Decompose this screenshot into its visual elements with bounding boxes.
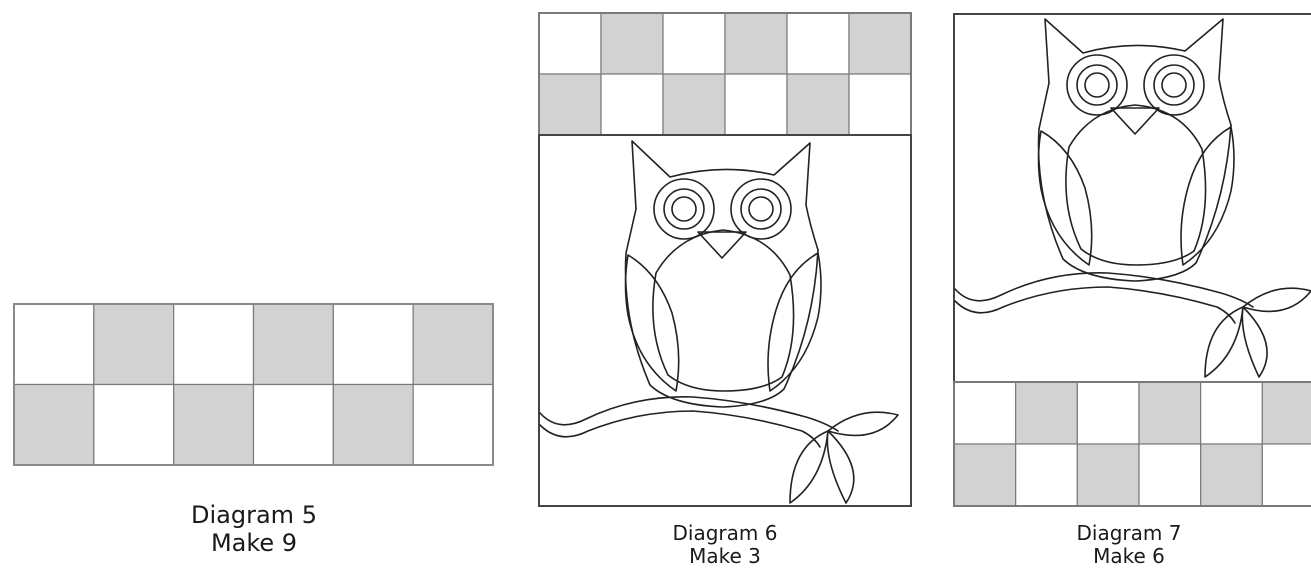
owl-right-eye [1143, 54, 1205, 116]
shaded-square [1138, 381, 1202, 445]
shaded-square [1076, 443, 1140, 507]
owl-right-wing [1180, 126, 1235, 266]
diagram-7-block [953, 13, 1311, 507]
shaded-square [953, 443, 1017, 507]
owl-body-outline [1037, 82, 1232, 282]
light-square [1015, 443, 1078, 507]
light-square [173, 303, 255, 386]
light-square [538, 12, 602, 75]
owl-left-wing [1037, 130, 1093, 266]
light-square [13, 303, 95, 386]
diagram-6-subtitle: Make 3 [689, 544, 761, 568]
owl-left-wing [624, 254, 680, 392]
shaded-square [252, 303, 334, 386]
light-square [1261, 443, 1311, 507]
light-square [1200, 381, 1263, 445]
branch-leaves [1204, 287, 1311, 378]
owl-block-7 [953, 13, 1311, 507]
strip-border [13, 303, 494, 466]
shaded-square [1015, 381, 1078, 445]
light-square [600, 73, 664, 136]
shaded-square [13, 383, 95, 466]
diagram-6-title: Diagram 6 [672, 521, 778, 545]
owl-left-eye [1066, 54, 1128, 116]
shaded-square [786, 73, 850, 136]
light-square [953, 381, 1017, 445]
shaded-square [1200, 443, 1263, 507]
light-square [786, 12, 850, 75]
shaded-square [662, 73, 726, 136]
diagram-7-caption: Diagram 7 Make 6 [1009, 522, 1249, 568]
owl-beak [697, 231, 747, 259]
light-square [1076, 381, 1140, 445]
owl-beak [1110, 107, 1160, 135]
shaded-square [724, 12, 788, 75]
shaded-square [1261, 381, 1311, 445]
light-square [1138, 443, 1202, 507]
light-square [724, 73, 788, 136]
light-square [252, 383, 334, 466]
light-square [848, 73, 912, 136]
shaded-square [600, 12, 664, 75]
owl-body-outline [624, 208, 819, 408]
checkerboard-5 [13, 303, 494, 466]
shaded-square [538, 73, 602, 136]
checkerboard-cells [538, 12, 912, 136]
shaded-square [848, 12, 912, 75]
owl-panel [538, 134, 912, 507]
light-square [412, 383, 494, 466]
checkerboard-cells [953, 381, 1311, 507]
owl-head-outline [631, 140, 819, 251]
branch-top-edge [539, 396, 839, 432]
diagram-6-caption: Diagram 6 Make 3 [605, 522, 845, 568]
owl-head-outline [1044, 18, 1232, 126]
shaded-square [332, 383, 414, 466]
owl-belly [652, 229, 795, 392]
diagram-5-strip [13, 303, 494, 466]
owl-panel [953, 13, 1311, 383]
checkerboard-cells [13, 303, 494, 466]
diagram-5-title: Diagram 5 [191, 501, 317, 529]
owl-block-6 [538, 12, 912, 507]
shaded-square [93, 303, 175, 386]
owl-belly [1065, 104, 1207, 266]
light-square [332, 303, 414, 386]
diagram-7-title: Diagram 7 [1076, 521, 1182, 545]
branch-bottom-edge [539, 410, 821, 448]
branch-top-edge [954, 272, 1254, 308]
branch-bottom-edge [954, 286, 1236, 324]
diagram-6-block [538, 12, 912, 508]
diagram-5-caption: Diagram 5 Make 9 [134, 501, 374, 557]
light-square [93, 383, 175, 466]
diagram-7-subtitle: Make 6 [1093, 544, 1165, 568]
shaded-square [412, 303, 494, 386]
shaded-square [173, 383, 255, 466]
branch-leaves [789, 411, 899, 504]
strip-border [953, 381, 1311, 507]
light-square [662, 12, 726, 75]
owl-right-eye [730, 178, 792, 240]
owl-right-wing [767, 252, 822, 392]
owl-left-eye [653, 178, 715, 240]
diagram-5-subtitle: Make 9 [210, 528, 298, 557]
